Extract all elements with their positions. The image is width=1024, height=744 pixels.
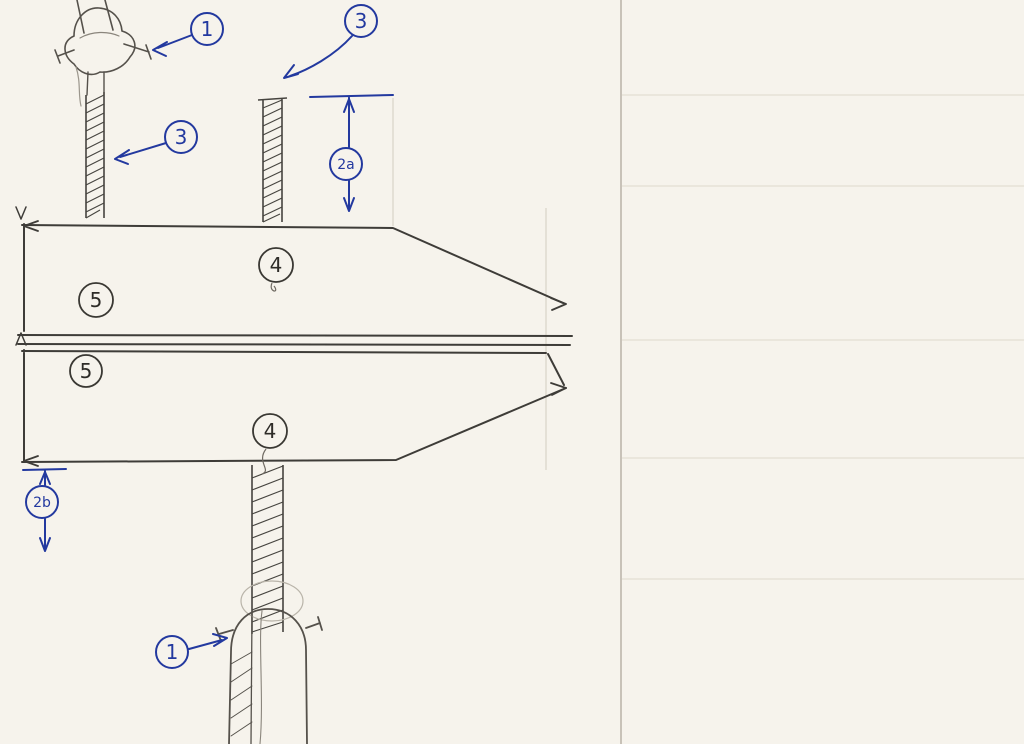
callout-circle-5-upper xyxy=(78,282,114,318)
callout-circle-3-left xyxy=(164,120,198,154)
callout-circle-1-bottom xyxy=(155,635,189,669)
lower-body-outline xyxy=(21,349,567,463)
upper-body-arrowheads xyxy=(23,220,567,311)
callout-arrow-1-top xyxy=(152,34,193,57)
callout-circle-3-top xyxy=(344,4,378,38)
measure-arrow-2b xyxy=(22,468,67,552)
callout-label: 3 xyxy=(175,125,188,149)
callout-label: 5 xyxy=(90,288,103,312)
rod-hatching-bottom xyxy=(251,465,284,633)
callout-label: 4 xyxy=(270,253,283,277)
callout-arrow-3-left xyxy=(114,142,167,165)
callout-circle-5-lower xyxy=(69,354,103,388)
callout-label: 5 xyxy=(80,359,93,383)
callout-label: 3 xyxy=(355,9,368,33)
callout-label: 2a xyxy=(337,157,355,173)
callout-circle-2b xyxy=(25,485,59,519)
rod-hatching-top-left xyxy=(85,94,105,219)
threaded-rods xyxy=(85,92,288,634)
handle-sketch-top xyxy=(54,0,152,107)
instructions-column: 1 Remove pins & Handles 2 Measure distan… xyxy=(621,0,1024,744)
clamp-body-outlines xyxy=(15,206,573,467)
paper-ruled-lines xyxy=(622,94,1024,580)
lower-body-arrowheads xyxy=(23,382,567,467)
rod-hatching-top-middle xyxy=(262,99,283,223)
rod-outlines xyxy=(85,92,288,634)
pencil-callout-circles xyxy=(69,247,294,475)
upper-body-outline xyxy=(17,223,573,346)
callout-circle-2a xyxy=(329,147,363,181)
top-handle-pins xyxy=(54,43,152,64)
measure-arrow-2a xyxy=(309,94,394,212)
callout-arrow-3-top xyxy=(283,35,353,79)
callout-label: 1 xyxy=(166,640,179,664)
top-handle-bars xyxy=(76,0,114,34)
bottom-handle-crosshatch xyxy=(230,651,253,737)
callout-circle-4-lower xyxy=(252,413,288,449)
callout-label: 4 xyxy=(264,419,277,443)
handle-sketch-bottom xyxy=(215,580,323,744)
ink-callout-labels: 1 3 3 2a 2b 1 xyxy=(33,9,367,664)
construction-lines xyxy=(392,98,547,470)
left-edge-arrows xyxy=(15,206,27,346)
bottom-handle-pins xyxy=(215,616,323,642)
callout-circle-4-upper xyxy=(258,247,294,283)
callout-circle-1-top xyxy=(190,12,224,46)
callout-arrow-1-bottom xyxy=(188,633,228,650)
pencil-callout-labels: 4 5 5 4 xyxy=(80,253,283,443)
ink-callout-circles xyxy=(22,4,394,669)
callout-label: 2b xyxy=(33,495,51,511)
callout-label: 1 xyxy=(201,17,214,41)
